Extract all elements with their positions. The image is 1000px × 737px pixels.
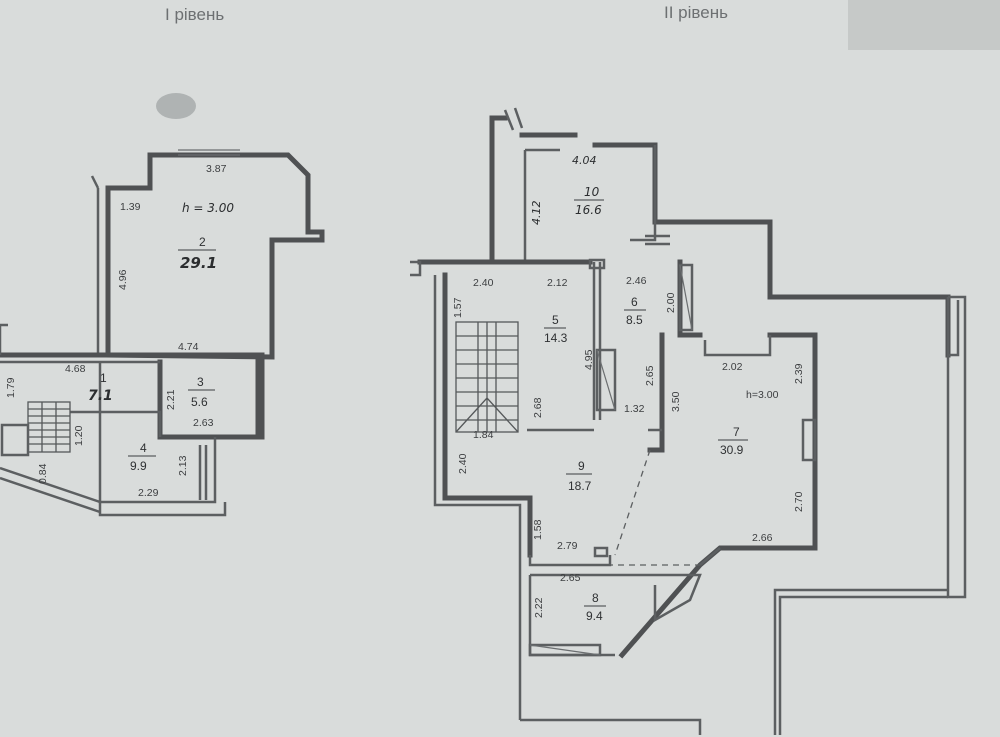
balcony-walls [946, 295, 967, 599]
room-7-window [801, 418, 817, 462]
room-2-height: h = 3.00 [182, 201, 234, 215]
room-2-number: 2 [199, 235, 206, 249]
room-3-number: 3 [197, 375, 204, 389]
wardrobe [595, 348, 617, 412]
level-1-plan [0, 149, 325, 517]
svg-text:4.68: 4.68 [65, 363, 86, 375]
room-5-number: 5 [552, 313, 559, 327]
room-3-walls [0, 352, 265, 440]
level-2-plan [410, 107, 967, 735]
room-6-area: 8.5 [626, 313, 643, 327]
svg-text:0.84: 0.84 [37, 463, 49, 484]
level-2-title: ІІ рівень [664, 3, 728, 22]
room-9-area: 18.7 [568, 479, 592, 493]
svg-text:3.50: 3.50 [670, 391, 682, 412]
level-1-stair [27, 401, 71, 453]
level-1-door [198, 445, 208, 500]
svg-text:1.57: 1.57 [452, 297, 464, 318]
level-2-stair [455, 321, 519, 433]
svg-text:4.12: 4.12 [530, 201, 543, 226]
room-6-number: 6 [631, 295, 638, 309]
room-4-walls [98, 362, 217, 504]
svg-text:2.65: 2.65 [644, 365, 656, 386]
svg-text:1.79: 1.79 [5, 377, 17, 398]
svg-text:2.12: 2.12 [547, 277, 568, 289]
svg-text:2.21: 2.21 [165, 389, 177, 410]
svg-text:2.63: 2.63 [193, 417, 214, 429]
svg-text:1.20: 1.20 [73, 425, 85, 446]
redacted-area [848, 0, 1000, 50]
room-10-area: 16.6 [575, 203, 602, 217]
break-mark [503, 107, 524, 131]
svg-text:2.29: 2.29 [138, 487, 159, 499]
svg-text:4.74: 4.74 [178, 341, 199, 353]
room-9-number: 9 [578, 459, 585, 473]
room-3-area: 5.6 [191, 395, 208, 409]
svg-text:2.70: 2.70 [793, 491, 805, 512]
room-4-area: 9.9 [130, 459, 147, 473]
svg-text:2.40: 2.40 [473, 277, 494, 289]
svg-text:2.65: 2.65 [560, 572, 581, 584]
room-4-number: 4 [140, 441, 147, 455]
svg-text:4.96: 4.96 [117, 269, 129, 290]
room-7-number: 7 [733, 425, 740, 439]
svg-text:4.04: 4.04 [572, 154, 597, 167]
room-2-walls [105, 152, 325, 360]
svg-text:1.58: 1.58 [532, 519, 544, 540]
room-10-number: 10 [584, 185, 600, 199]
svg-text:2.39: 2.39 [793, 363, 805, 384]
room-8-area: 9.4 [586, 609, 603, 623]
room-2-area: 29.1 [180, 254, 217, 272]
svg-text:1.39: 1.39 [120, 201, 141, 213]
svg-text:2.13: 2.13 [177, 455, 189, 476]
room-1-number: 1 [100, 371, 107, 385]
svg-text:2.46: 2.46 [626, 275, 647, 287]
svg-text:2.66: 2.66 [752, 532, 773, 544]
svg-text:2.00: 2.00 [665, 292, 677, 313]
room-1-area: 7.1 [88, 388, 113, 404]
room-7-area: 30.9 [720, 443, 744, 457]
level-1-title: І рівень [165, 5, 224, 24]
svg-text:4.95: 4.95 [583, 349, 595, 370]
room-5-area: 14.3 [544, 331, 568, 345]
room-8-number: 8 [592, 591, 599, 605]
svg-text:2.02: 2.02 [722, 361, 743, 373]
svg-text:2.79: 2.79 [557, 540, 578, 552]
svg-text:2.40: 2.40 [457, 453, 469, 474]
paper-smudge [156, 93, 196, 119]
room-7-height: h=3.00 [746, 389, 779, 401]
outer-wall-top [592, 142, 951, 358]
room-7-walls [618, 332, 818, 659]
svg-text:2.22: 2.22 [533, 597, 545, 618]
svg-text:2.68: 2.68 [532, 397, 544, 418]
svg-text:1.32: 1.32 [624, 403, 645, 415]
stair-hall-walls [442, 272, 533, 558]
svg-text:3.87: 3.87 [206, 163, 227, 175]
svg-text:1.84: 1.84 [473, 429, 494, 441]
